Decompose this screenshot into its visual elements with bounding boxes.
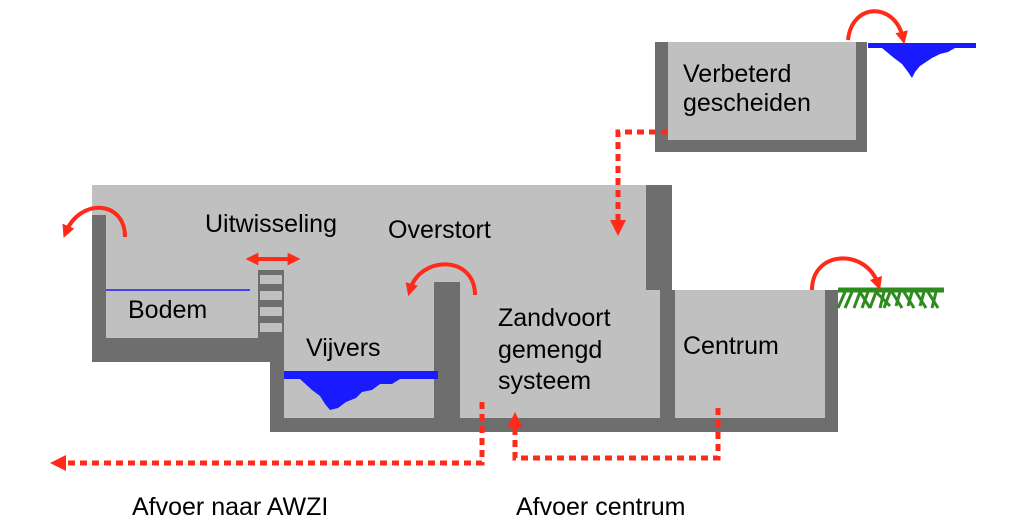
afvoer-awzi-flow — [49, 402, 485, 472]
vijvers-water — [284, 371, 438, 410]
verbeterd-gescheiden-box — [655, 42, 867, 152]
grass-surface — [836, 287, 944, 309]
afvoer-centrum-flow — [506, 408, 721, 461]
dashed-flows — [49, 129, 721, 472]
bodem-evaporation-arrow — [62, 205, 127, 238]
outflow-water — [868, 43, 976, 78]
bodem-label: Bodem — [128, 296, 207, 324]
overstort-arrow — [405, 262, 477, 297]
vijvers-label: Vijvers — [306, 334, 381, 362]
exchange-grate — [260, 275, 282, 332]
centrum-label: Centrum — [683, 332, 779, 360]
main-structure — [92, 185, 838, 432]
verbeterd-to-zandvoort-flow — [609, 129, 668, 237]
outflow-arrow — [846, 9, 908, 45]
zandvoort-label-line3: systeem — [498, 367, 591, 395]
zandvoort-label-line2: gemengd — [498, 336, 602, 364]
zandvoort-label-line1: Zandvoort — [498, 304, 611, 332]
uitwisseling-label: Uitwisseling — [205, 210, 337, 238]
overflow-arrows — [62, 9, 908, 297]
afvoer-awzi-label: Afvoer naar AWZI — [132, 493, 328, 521]
afvoer-centrum-label: Afvoer centrum — [516, 493, 686, 521]
infiltration-arrow — [810, 256, 883, 291]
overstort-label: Overstort — [388, 216, 491, 244]
verbeterd-label-line2: gescheiden — [683, 89, 811, 117]
verbeterd-label-line1: Verbeterd — [683, 60, 791, 88]
